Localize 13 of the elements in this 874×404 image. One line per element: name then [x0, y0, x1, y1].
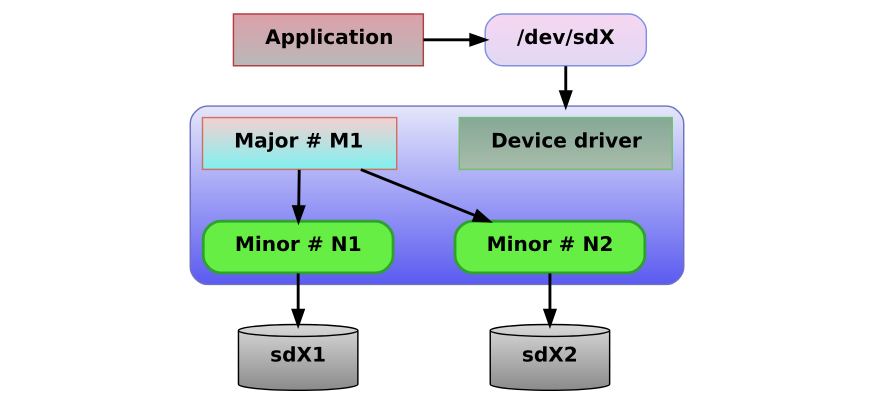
arrow: [423, 32, 490, 47]
node-box: Minor # N1: [202, 220, 395, 274]
node-box: Device driver: [458, 116, 673, 170]
arrow: [291, 273, 306, 329]
arrow: [558, 66, 573, 110]
cluster: [190, 105, 684, 286]
arrow: [292, 170, 306, 226]
node-box: /dev/sdX: [484, 13, 648, 66]
arrow: [360, 168, 493, 223]
node-box: Minor # N2: [454, 220, 646, 274]
arrow: [542, 273, 557, 329]
node-box: Major # M1: [202, 116, 398, 170]
node-box: Application: [232, 13, 424, 66]
